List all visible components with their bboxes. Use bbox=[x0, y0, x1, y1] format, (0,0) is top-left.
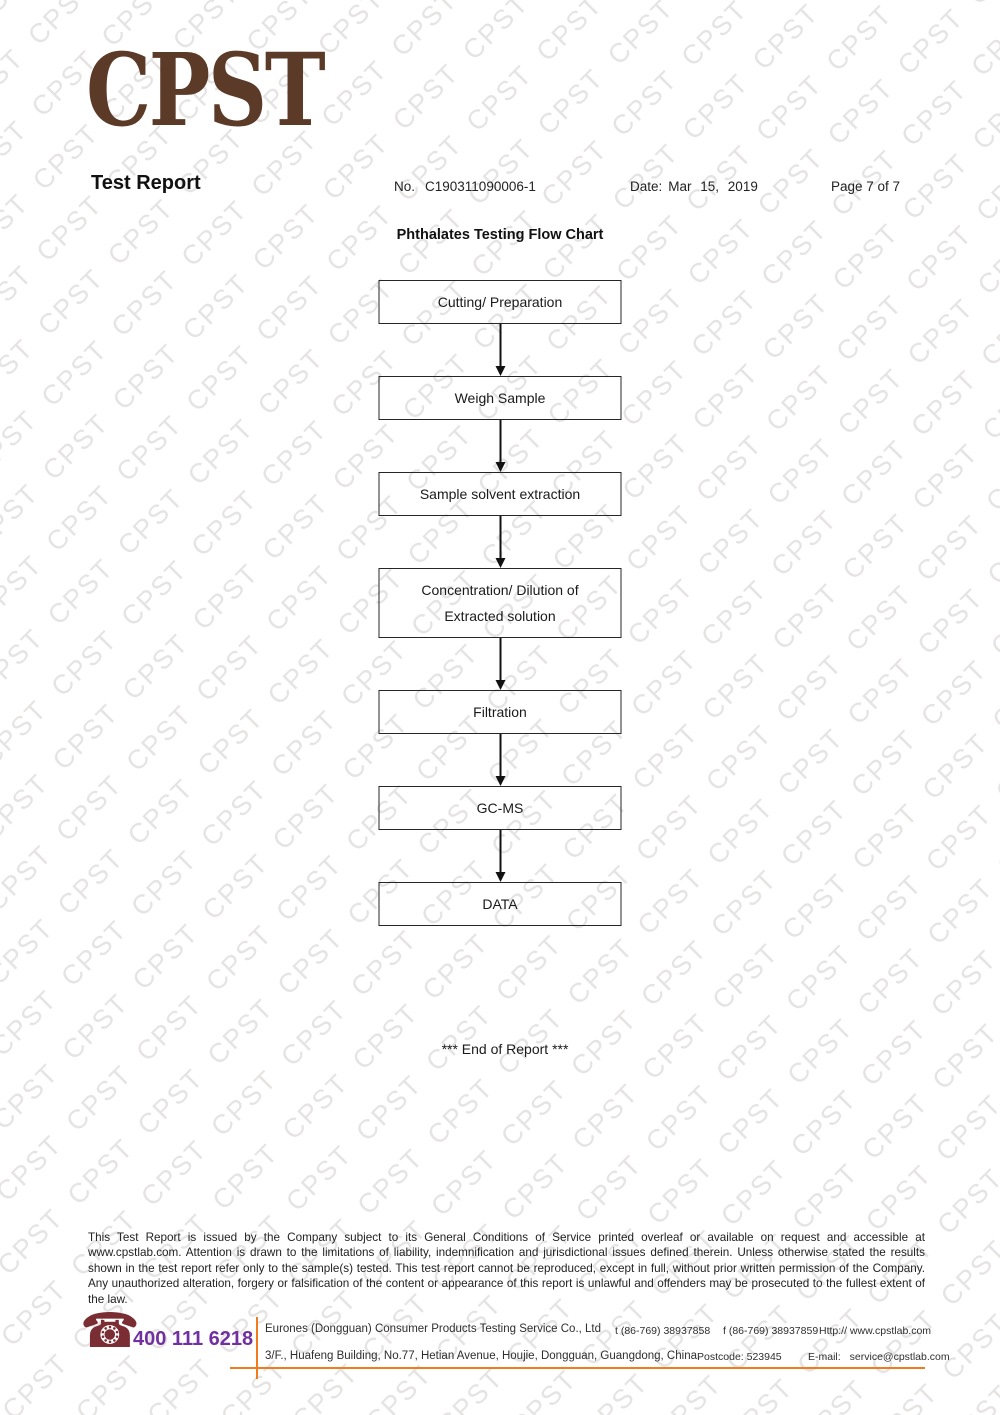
disclaimer-text: This Test Report is issued by the Compan… bbox=[88, 1231, 925, 1306]
hotline-number: 400 111 6218 bbox=[133, 1328, 254, 1350]
report-number-label: No. bbox=[394, 179, 416, 194]
report-number-value: C190311090006-1 bbox=[425, 179, 536, 194]
company-telephone: t (86-769) 38937858 bbox=[615, 1325, 711, 1337]
flow-arrow-head bbox=[495, 366, 505, 376]
flow-step-label: Filtration bbox=[473, 704, 527, 720]
report-number: No. C190311090006-1 bbox=[394, 179, 536, 194]
flow-arrow-down-icon bbox=[495, 638, 505, 690]
flow-arrow-head bbox=[495, 558, 505, 568]
flow-arrow-line bbox=[499, 734, 501, 776]
company-postcode: Postcode: 523945 bbox=[697, 1351, 782, 1363]
email-value: service@cpstlab.com bbox=[849, 1351, 950, 1363]
company-email: E-mail: service@cpstlab.com bbox=[808, 1351, 950, 1363]
flow-step-label: DATA bbox=[482, 896, 518, 912]
flow-step-label: GC-MS bbox=[476, 800, 524, 816]
cpst-logo: CPST bbox=[86, 31, 326, 149]
flow-arrow-down-icon bbox=[495, 516, 505, 568]
flow-arrow-down-icon bbox=[495, 830, 505, 882]
email-label: E-mail: bbox=[808, 1351, 841, 1363]
footer-vertical-divider bbox=[256, 1317, 258, 1379]
flow-arrow-head bbox=[495, 680, 505, 690]
flow-arrow-head bbox=[495, 872, 505, 882]
flow-step-box: Concentration/ Dilution of Extracted solu… bbox=[378, 568, 622, 638]
report-date-value: Mar 15, 2019 bbox=[668, 179, 758, 194]
company-fax: f (86-769) 38937859 bbox=[723, 1325, 819, 1337]
phone-icon: ☎ bbox=[80, 1305, 140, 1358]
flow-arrow-down-icon bbox=[495, 734, 505, 786]
flow-step-box: Filtration bbox=[378, 690, 622, 734]
flow-chart-title: Phthalates Testing Flow Chart bbox=[396, 227, 604, 243]
footer-horizontal-rule bbox=[230, 1367, 925, 1369]
flow-step-label: Sample solvent extraction bbox=[419, 486, 581, 502]
flow-step-label: Cutting/ Preparation bbox=[437, 294, 563, 310]
company-website: Http:// www.cpstlab.com bbox=[819, 1325, 932, 1337]
flow-step-label: Extracted solution bbox=[444, 608, 556, 624]
report-date-label: Date: bbox=[630, 179, 663, 194]
flow-arrow-line bbox=[499, 324, 501, 366]
company-address: 3/F., Huafeng Building, No.77, Hetian Av… bbox=[265, 1350, 701, 1362]
report-date: Date: Mar 15, 2019 bbox=[630, 179, 758, 194]
flow-arrow-line bbox=[499, 420, 501, 462]
flow-arrow-line bbox=[499, 830, 501, 872]
flow-step-box: GC-MS bbox=[378, 786, 622, 830]
report-title: Test Report bbox=[91, 172, 201, 194]
end-of-report-text: *** End of Report *** bbox=[441, 1041, 569, 1057]
flow-step-label: Concentration/ Dilution of bbox=[421, 582, 579, 598]
flow-step-box: Cutting/ Preparation bbox=[378, 280, 622, 324]
page-indicator: Page 7 of 7 bbox=[831, 179, 901, 194]
flow-arrow-head bbox=[495, 462, 505, 472]
flow-arrow-down-icon bbox=[495, 420, 505, 472]
flow-step-box: DATA bbox=[378, 882, 622, 926]
company-name: Eurones (Dongguan) Consumer Products Tes… bbox=[265, 1323, 602, 1335]
flow-step-box: Sample solvent extraction bbox=[378, 472, 622, 516]
flow-arrow-head bbox=[495, 776, 505, 786]
flow-arrow-line bbox=[499, 516, 501, 558]
flow-arrow-down-icon bbox=[495, 324, 505, 376]
flow-step-label: Weigh Sample bbox=[454, 390, 546, 406]
flow-step-box: Weigh Sample bbox=[378, 376, 622, 420]
flow-arrow-line bbox=[499, 638, 501, 680]
